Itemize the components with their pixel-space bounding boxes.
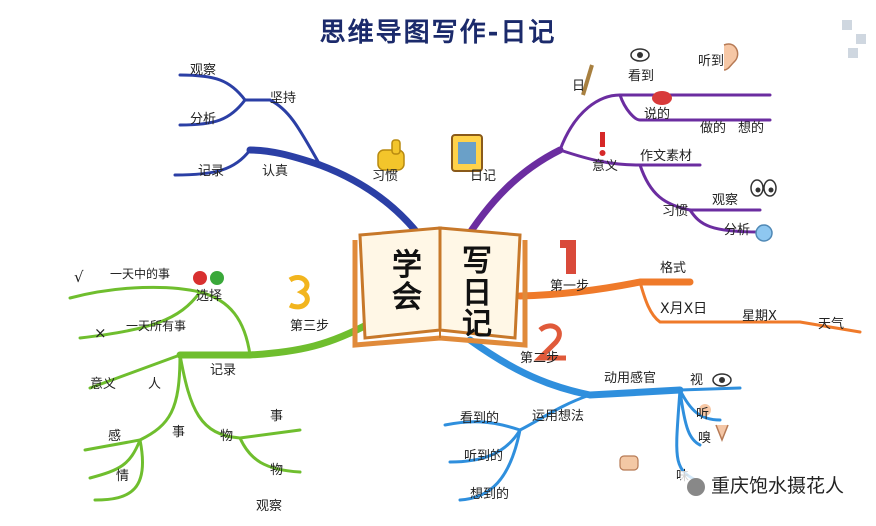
label-thought2: 想到的	[470, 487, 510, 502]
branch-step1-lines	[516, 278, 862, 334]
ear-icon	[723, 43, 739, 71]
label-did: 做的	[700, 121, 727, 136]
exclamation-icon	[599, 132, 606, 156]
center-text-right: 写日记	[462, 244, 492, 342]
watermark-text: 重庆饱水摄花人	[710, 475, 844, 497]
nose-eye-icons	[699, 373, 732, 443]
watermark-icon	[686, 477, 705, 496]
label-day: 日	[572, 79, 586, 94]
label-diary-observe: 观察	[712, 193, 739, 208]
corner-blocks	[842, 20, 866, 58]
label-sight: 视	[690, 373, 704, 388]
label-all-things: 一天所有事	[126, 319, 187, 333]
branch-step2-lines	[443, 336, 742, 502]
thumbs-up-icon	[377, 139, 405, 171]
notebook-icon	[451, 134, 483, 172]
label-diary-analyze: 分析	[724, 223, 751, 238]
label-step3-record: 记录	[210, 363, 237, 378]
label-material: 作文素材	[640, 149, 693, 164]
page-title: 思维导图写作-日记	[319, 18, 557, 48]
eyes-icon	[750, 179, 777, 197]
label-diary-habit: 习惯	[662, 204, 689, 219]
label-format: 格式	[660, 261, 687, 276]
brain-icon	[755, 224, 773, 242]
label-observe: 观察	[190, 63, 217, 78]
label-heard: 听到	[698, 54, 725, 69]
label-imagination: 运用想法	[532, 409, 585, 424]
label-weekday: 星期X	[742, 309, 777, 324]
label-object2: 物	[270, 463, 284, 478]
label-said: 说的	[644, 107, 671, 122]
label-record: 记录	[198, 164, 225, 179]
label-feel: 感	[108, 429, 122, 444]
label-person: 人	[148, 377, 162, 392]
label-object: 物	[220, 429, 234, 444]
label-emotion: 情	[116, 469, 130, 484]
center-text-left: 学会	[392, 248, 422, 315]
label-diary: 日记	[470, 169, 497, 184]
label-seen: 看到的	[460, 411, 500, 426]
label-hearing: 听	[696, 407, 710, 422]
eye-icon	[630, 48, 650, 62]
pencil-icon	[581, 64, 594, 96]
label-one-thing: 一天中的事	[110, 267, 171, 281]
label-select: 选择	[196, 289, 223, 304]
label-persist: 坚持	[270, 91, 297, 106]
label-date: X月X日	[660, 301, 708, 317]
label-step3: 第三步	[290, 319, 330, 334]
label-saw: 看到	[628, 69, 655, 84]
label-event2: 事	[270, 409, 284, 424]
label-step3-meaning: 意义	[90, 377, 117, 392]
hand-icon	[619, 455, 639, 471]
label-smell: 嗅	[698, 431, 712, 446]
number-three-icon	[288, 275, 310, 310]
label-senses: 动用感官	[604, 371, 657, 386]
label-step3-observe: 观察	[256, 499, 283, 514]
label-analyze: 分析	[190, 112, 217, 127]
number-one-icon	[560, 240, 576, 274]
label-habit: 习惯	[372, 169, 399, 184]
branch-habit-lines	[173, 73, 434, 254]
label-meaning: 意义	[592, 159, 619, 174]
label-step2: 第二步	[520, 351, 560, 366]
mouth-icon	[652, 91, 672, 105]
label-step1: 第一步	[550, 279, 590, 294]
label-event: 事	[172, 425, 186, 440]
center-book	[352, 226, 528, 348]
check-cross-icons	[193, 271, 224, 285]
cross-mark: ×	[94, 324, 107, 342]
label-careful: 认真	[262, 164, 289, 179]
label-thought: 想的	[738, 121, 765, 136]
number-two-icon	[533, 323, 566, 361]
label-heard2: 听到的	[464, 449, 504, 464]
label-weather: 天气	[818, 317, 845, 332]
watermark: 重庆饱水摄花人	[680, 471, 850, 498]
check-mark: √	[74, 268, 84, 286]
